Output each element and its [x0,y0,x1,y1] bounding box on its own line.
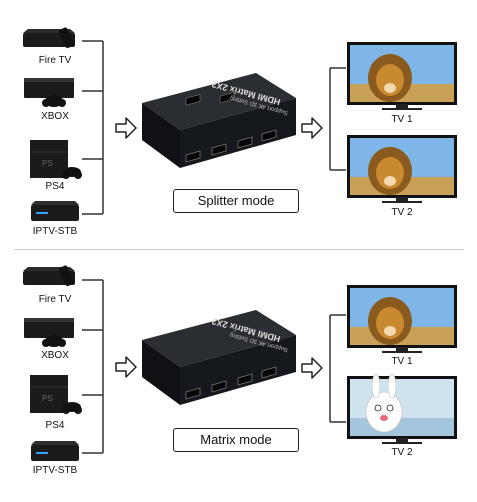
ps4-icon: PS [30,375,82,414]
source-label-xbox: XBOX [41,111,69,122]
source-bracket [82,40,104,215]
hdmi-matrix-box [142,310,296,405]
tv2-icon [347,373,457,444]
hdmi-ports [185,129,277,163]
svg-text:PS: PS [42,394,53,403]
fire-tv-icon [23,265,75,287]
matrix-diagram: PS [23,265,457,461]
source-label-iptv-stb: IPTV-STB [32,465,78,476]
hdmi-matrix-box [142,73,296,168]
input-arrow-icon [115,117,137,139]
output-arrow-icon [301,357,323,379]
output-label-tv1: TV 1 [391,114,413,125]
source-label-ps4: PS4 [45,181,65,192]
splitter-mode-panel: PS [0,0,477,250]
splitter-diagram: PS [23,27,457,221]
mode-label: Matrix mode [173,428,299,452]
matrix-mode-panel: PS [0,252,477,502]
output-bracket [329,67,346,171]
svg-text:PS: PS [42,159,53,168]
source-label-xbox: XBOX [41,350,69,361]
panel-divider [14,249,464,250]
output-label-tv2: TV 2 [391,447,413,458]
output-bracket [329,314,346,423]
iptv-stb-icon [31,201,79,221]
source-label-fire-tv: Fire TV [38,55,72,66]
xbox-icon [24,318,74,347]
source-bracket [82,279,104,454]
hdmi-ports [185,366,277,400]
tv1-icon [347,285,457,353]
tv1-icon [347,42,457,110]
mode-label: Splitter mode [173,189,299,213]
source-label-fire-tv: Fire TV [38,294,72,305]
fire-tv-icon [23,27,75,49]
input-arrow-icon [115,356,137,378]
iptv-stb-icon [31,441,79,461]
output-label-tv2: TV 2 [391,207,413,218]
ps4-icon: PS [30,140,82,179]
tv2-icon [347,135,457,203]
xbox-icon [24,78,74,107]
source-label-ps4: PS4 [45,420,65,431]
output-arrow-icon [301,117,323,139]
source-label-iptv-stb: IPTV-STB [32,226,78,237]
output-label-tv1: TV 1 [391,356,413,367]
